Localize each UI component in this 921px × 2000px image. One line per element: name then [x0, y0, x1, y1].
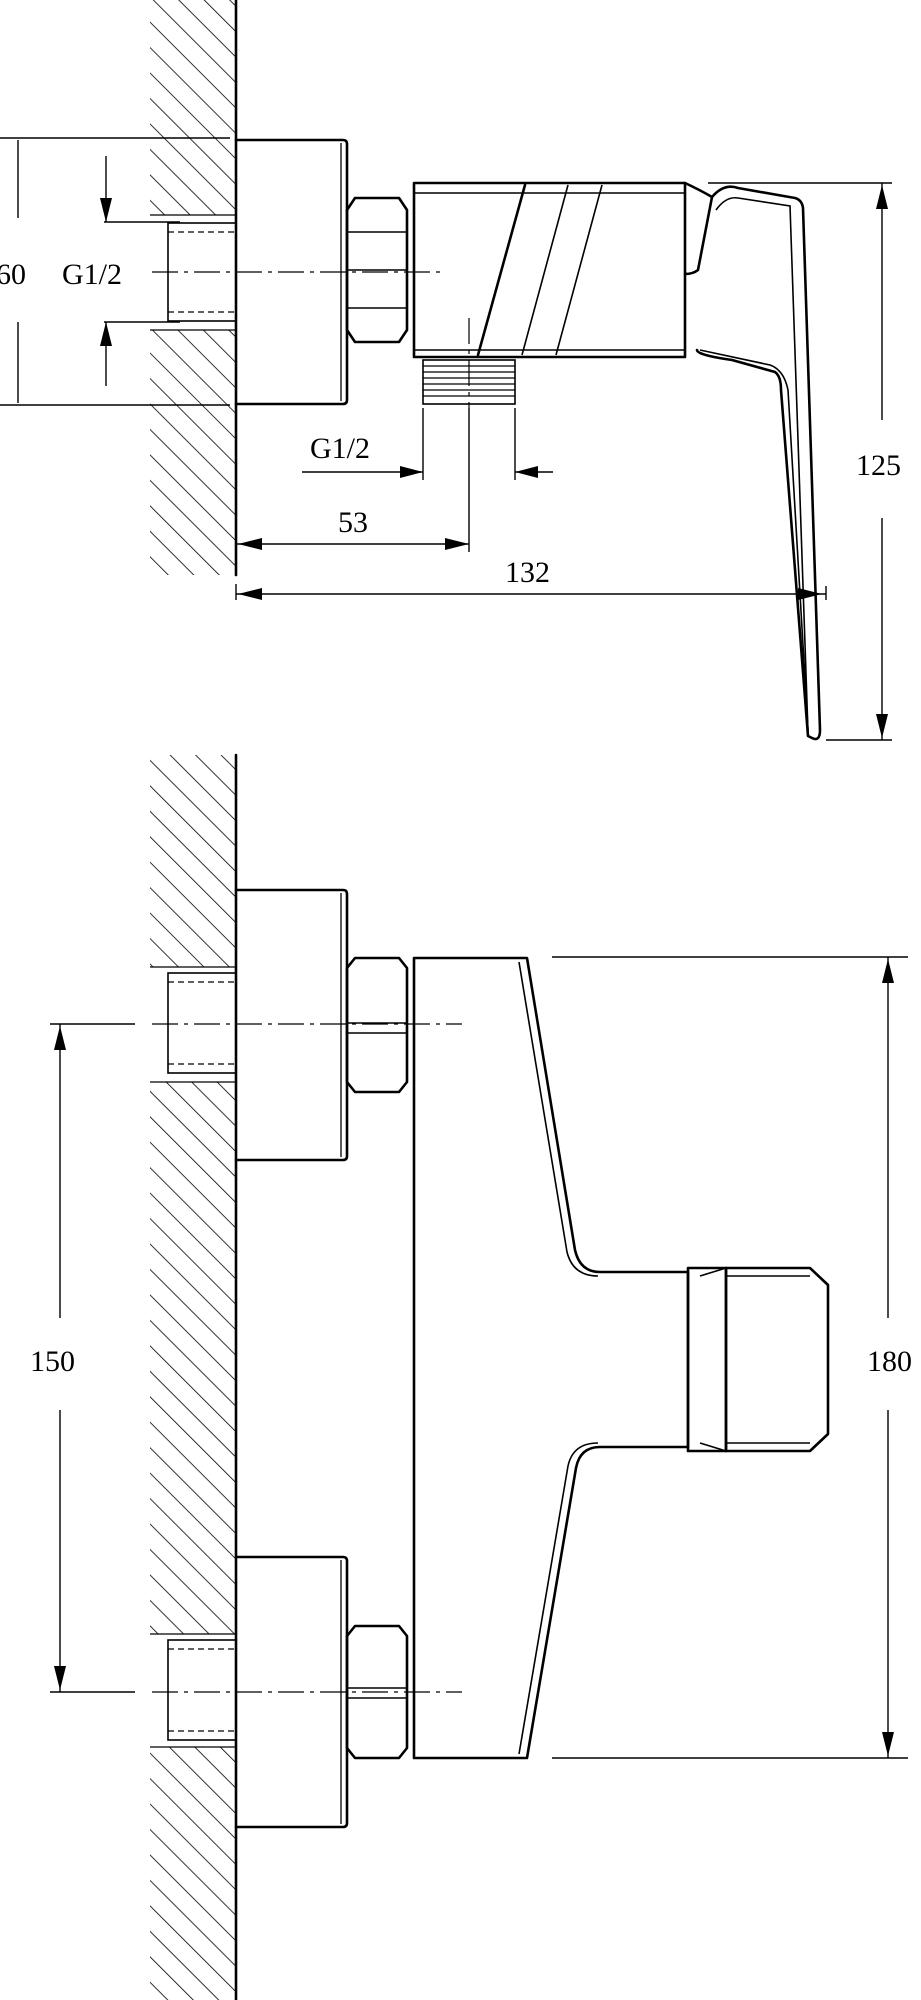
- dimension-60-label: 60: [0, 258, 26, 291]
- upper-flange: [234, 888, 349, 1162]
- lever-handle: [683, 181, 822, 741]
- dimension-150-label: 150: [30, 1345, 75, 1378]
- lower-inlet-pipe: [167, 1639, 237, 1741]
- hex-nut: [345, 196, 409, 344]
- dimension-wall-thread: G1/2: [62, 156, 180, 386]
- upper-hex-nut: [345, 956, 409, 1094]
- dimension-outlet-thread: G1/2: [302, 408, 553, 480]
- dimension-132-label: 132: [505, 556, 550, 589]
- dimension-53: 53: [236, 408, 470, 552]
- mixer-body-front: [412, 956, 690, 1760]
- upper-inlet-pipe: [167, 972, 237, 1074]
- outlet-thread-label: G1/2: [310, 432, 370, 465]
- mixer-body: [412, 181, 687, 359]
- lower-hex-nut: [345, 1624, 409, 1760]
- wall-hatching-front: [150, 753, 238, 2000]
- dimension-60: 60: [0, 137, 230, 406]
- side-view: 60 G1/2 G1/2 53: [0, 0, 901, 741]
- wall-thread-label: G1/2: [62, 258, 122, 291]
- wall-hatching: [150, 0, 238, 577]
- side-centerlines: [152, 271, 470, 408]
- dimension-150: 150: [30, 1023, 135, 1693]
- dimension-180-label: 180: [867, 1345, 912, 1378]
- front-centerlines: [152, 1023, 462, 1693]
- dimension-125: 125: [708, 182, 901, 741]
- handle-cap: [686, 1266, 830, 1453]
- dimension-132: 132: [235, 556, 827, 600]
- dimension-53-label: 53: [338, 506, 368, 539]
- front-view: 150 180: [30, 753, 912, 2000]
- dimension-125-label: 125: [856, 449, 901, 482]
- dimension-180: 180: [552, 956, 912, 1759]
